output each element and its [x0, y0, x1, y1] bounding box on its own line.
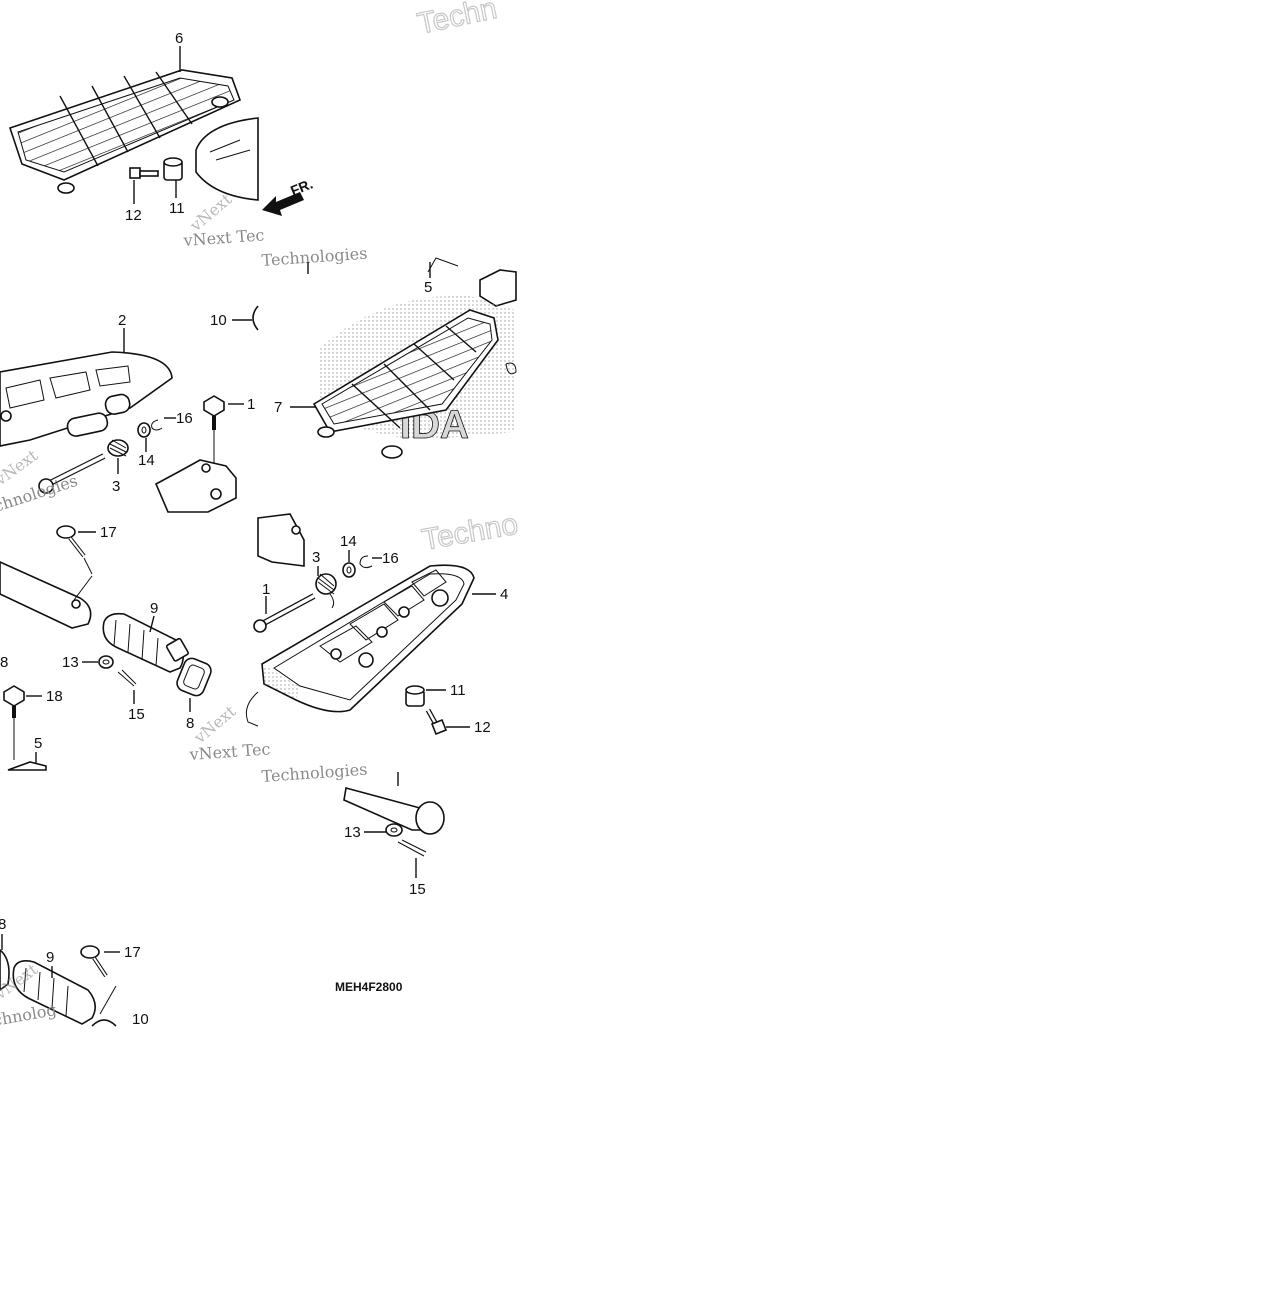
step-holder-partial: [195, 117, 259, 201]
callout-4: 4: [500, 586, 508, 603]
washer-13-b: [385, 823, 403, 837]
callout-12-b: 12: [474, 719, 491, 736]
callout-6: 6: [175, 30, 183, 47]
callout-17-a: 17: [100, 524, 117, 541]
step-rubber-7: [312, 309, 499, 459]
callout-5-a: 5: [424, 279, 432, 296]
bracket-5-partial: [427, 257, 459, 273]
washer-10-cut: [252, 305, 259, 331]
front-label: FR.: [288, 175, 315, 198]
callout-1: 1: [262, 581, 270, 598]
pin-17-a: [56, 525, 93, 575]
callout-3-a: 3: [112, 478, 120, 495]
tile-middle-right: Techno 3 14 16 1: [245, 507, 521, 736]
callout-12: 12: [125, 207, 142, 224]
collar-11: [163, 157, 183, 181]
callout-13-b: 13: [344, 824, 361, 841]
peg-shaft-b: [343, 786, 445, 835]
collar-11-b: [405, 685, 425, 707]
tile-lower-right: Technologies 13 15 MEH4F2800: [261, 760, 445, 994]
watermark-vnext-rot-3: vNext: [190, 701, 240, 747]
callout-11: 11: [169, 200, 185, 217]
callout-5-b: 5: [34, 735, 42, 752]
tile-bottom-left: 8 9 17 10 chnolog vNext: [0, 916, 149, 1030]
callout-14-b: 14: [340, 533, 357, 550]
watermark-technologies-1: Technologies: [261, 244, 368, 270]
watermark-chnolog: chnolog: [0, 1000, 58, 1030]
clip-16-b: [359, 555, 373, 569]
callout-18-a-cut: 1: [247, 396, 255, 413]
washer-13-a: [98, 655, 114, 669]
step-rubber-6: [8, 69, 242, 194]
bracket-5-a: [154, 459, 237, 513]
callout-14-a: 14: [138, 452, 155, 469]
callout-8-cut-a: 8: [0, 654, 8, 671]
peg-rubber-9-a: [102, 612, 189, 673]
tile-lower-left: 17 9 13 15 8 8 18: [0, 524, 271, 771]
watermark-techn: Techn: [415, 0, 500, 41]
tile-upper-right: Technologies 5 IDA 7: [261, 244, 517, 459]
diagram-code: MEH4F2800: [335, 980, 403, 994]
callout-15-b: 15: [409, 881, 426, 898]
callout-8-cut-b: 8: [0, 916, 6, 933]
callout-16-b: 16: [382, 550, 399, 567]
callout-18: 18: [46, 688, 63, 705]
step-bar-2: [0, 351, 173, 447]
washer-10-b: [91, 1019, 117, 1027]
bracket-5-b: [257, 513, 305, 567]
callout-2: 2: [118, 312, 126, 329]
bolt-18-b: [3, 685, 25, 760]
callout-15-a: 15: [128, 706, 145, 723]
callout-17-b: 17: [124, 944, 141, 961]
callout-8-a: 8: [186, 715, 194, 732]
front-arrow-icon: FR.: [262, 175, 315, 216]
callout-7: 7: [274, 399, 282, 416]
tile-top-left: Techn 6 12 11: [8, 0, 500, 250]
washer-8-a: [176, 657, 212, 697]
pin-1-a: [38, 453, 106, 494]
spring-3-a: [107, 439, 129, 457]
cotter-pin-15-a: [117, 669, 137, 687]
clip-16-a: [151, 419, 163, 431]
bolt-12-b: [425, 708, 448, 736]
bracket-partial-right: [479, 269, 517, 307]
watermark-technologies-2: Technologies: [261, 760, 368, 786]
bracket-5-c: [7, 761, 47, 771]
step-bar-4: [261, 564, 475, 713]
tile-middle-left: 2 3 14 16: [0, 305, 259, 516]
peg-rubber-9-b: [12, 960, 96, 1025]
pin-1-b: [253, 593, 316, 633]
pin-cut-edge: [245, 691, 259, 727]
callout-9-b: 9: [46, 949, 54, 966]
callout-10-b: 10: [132, 1011, 149, 1028]
watermark-techno: Techno: [419, 508, 520, 557]
callout-13-a: 13: [62, 654, 79, 671]
pin-17-b: [80, 945, 117, 1015]
bolt-18-a: [203, 395, 225, 470]
callout-9-a: 9: [150, 600, 158, 617]
spring-3-b: [315, 573, 337, 609]
callout-11-b: 11: [450, 682, 466, 699]
cotter-pin-15-b: [397, 839, 427, 857]
washer-14-b: [342, 562, 356, 578]
bolt-12: [129, 167, 159, 179]
peg-shaft-a: [0, 561, 92, 629]
washer-14-a: [137, 422, 151, 438]
callout-10-a: 10: [210, 312, 227, 329]
washer-8-b: [0, 948, 10, 991]
callout-3-b: 3: [312, 549, 320, 566]
callout-16-a: 16: [176, 410, 193, 427]
